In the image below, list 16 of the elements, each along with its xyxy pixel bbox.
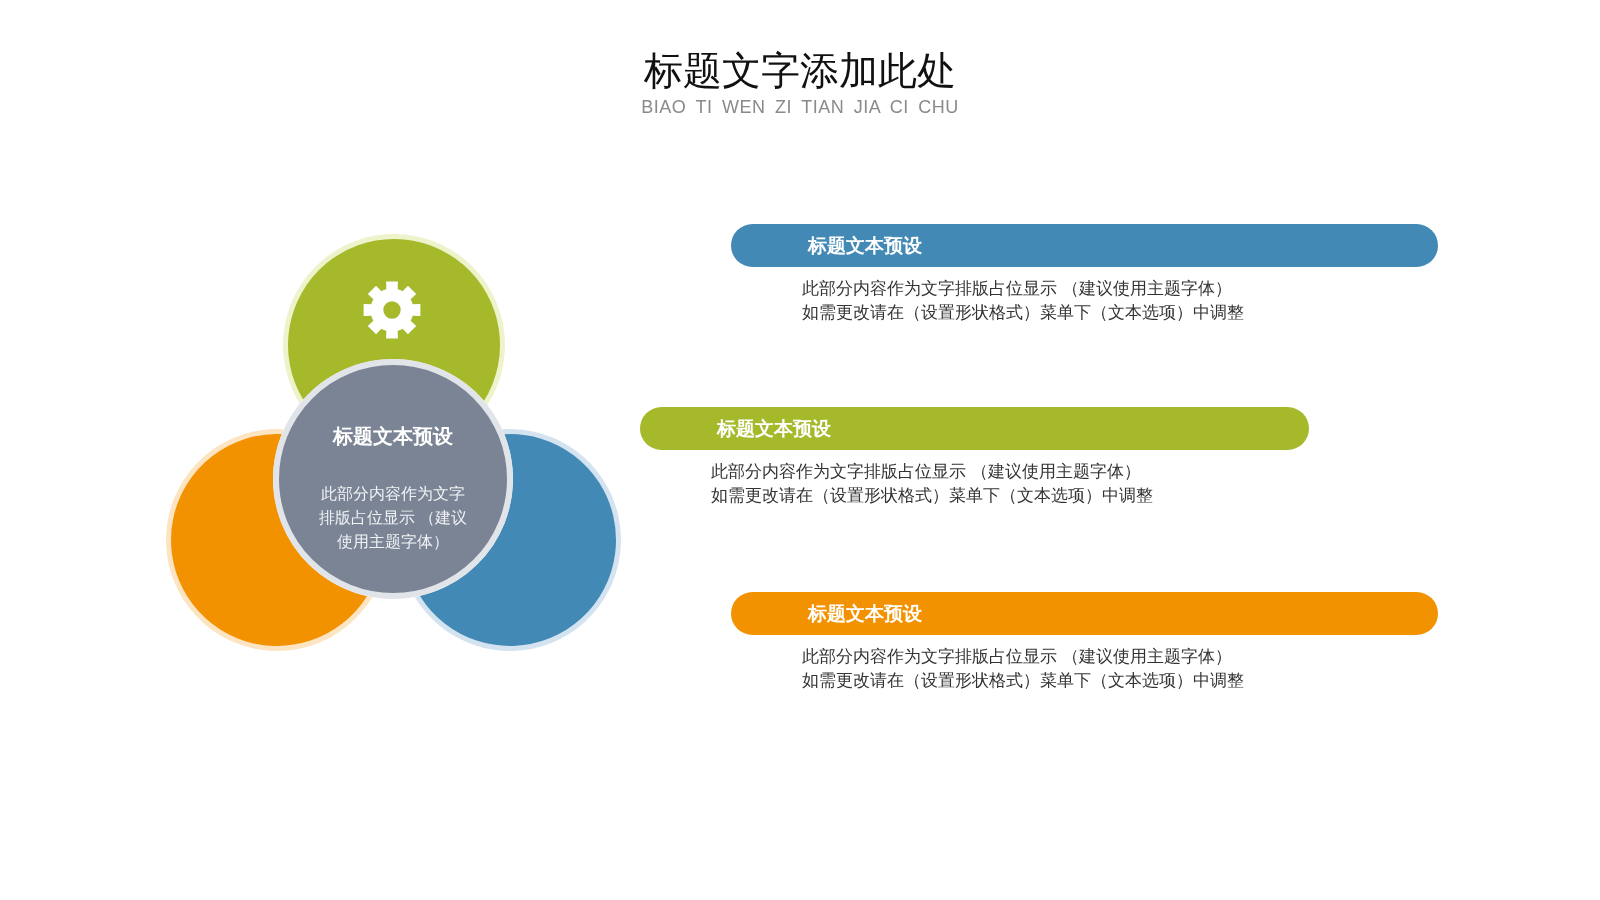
description-text: 如需更改请在（设置形状格式）菜单下（文本选项）中调整 [802,670,1244,692]
description-text: 此部分内容作为文字排版占位显示 （建议使用主题字体） [711,461,1141,483]
slide-title: 标题文字添加此处 [644,49,956,92]
description-text: 如需更改请在（设置形状格式）菜单下（文本选项）中调整 [802,302,1244,324]
subtitle-pinyin: BIAO TI WEN ZI TIAN JIA CI CHU [641,97,959,117]
description-text: 此部分内容作为文字排版占位显示 （建议使用主题字体） [802,646,1232,668]
bar-heading: 标题文本预设 [808,233,922,258]
description-text: 此部分内容作为文字排版占位显示 （建议使用主题字体） [802,278,1232,300]
heading-bar [640,407,1309,450]
bar-heading: 标题文本预设 [808,601,922,626]
bar-heading: 标题文本预设 [717,416,831,441]
description-text: 如需更改请在（设置形状格式）菜单下（文本选项）中调整 [711,485,1153,507]
heading-bar [731,592,1438,635]
circle-body-text: 此部分内容作为文字排版占位显示 （建议使用主题字体） [318,484,468,552]
circle-heading: 标题文本预设 [333,425,453,447]
heading-bar [731,224,1438,267]
